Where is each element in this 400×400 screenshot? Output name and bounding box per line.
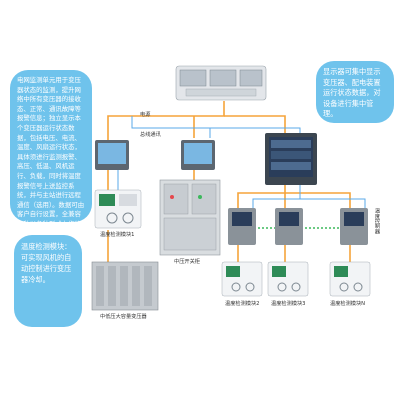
mv-switchgear-label: 中压开关柜 (174, 259, 200, 265)
monitoring-unit-description: 电网监测单元用于变压器状态的监测，提升网络中所有变压器的接收态、正常、通讯故障等… (10, 70, 92, 238)
sensor-module-2-board (221, 261, 263, 297)
sensor-module-3-board (267, 261, 309, 297)
sensor-module-3-label: 温度检测模块3 (271, 301, 306, 307)
temp-controller-1 (228, 208, 256, 245)
bus-label: 总线通讯 (140, 132, 161, 138)
hv-transformer-label: 中低压大容量变压器 (100, 314, 147, 320)
display-monitor (265, 133, 317, 185)
sensor-module-1-board (94, 189, 142, 229)
mv-switchgear (159, 179, 221, 256)
sensor-module-2-label: 温度检测模块2 (225, 301, 260, 307)
temp-controller-label: 温度控制器 (374, 208, 380, 234)
temp-module-description: 温度检测模块：可实现风机的自动控制进行变压器冷却。 (14, 235, 82, 327)
display-description: 显示器可集中显示变压器、配电装置运行状态数据，对设备进行集中管理。 (316, 61, 394, 123)
temp-controller-n (340, 208, 368, 245)
central-server-console (175, 65, 267, 101)
sensor-lines (107, 116, 366, 262)
sensor-module-n-label: 温度检测模块N (330, 301, 366, 307)
hv-transformer (91, 261, 159, 311)
temp-controller-2 (275, 208, 303, 245)
power-label: 电源 (140, 112, 151, 118)
sensor-module-n-board (329, 261, 371, 297)
hmi-panel-1 (95, 140, 129, 170)
sensor-module-1-label: 温度检测模块1 (100, 232, 135, 238)
hmi-panel-2 (181, 140, 215, 170)
